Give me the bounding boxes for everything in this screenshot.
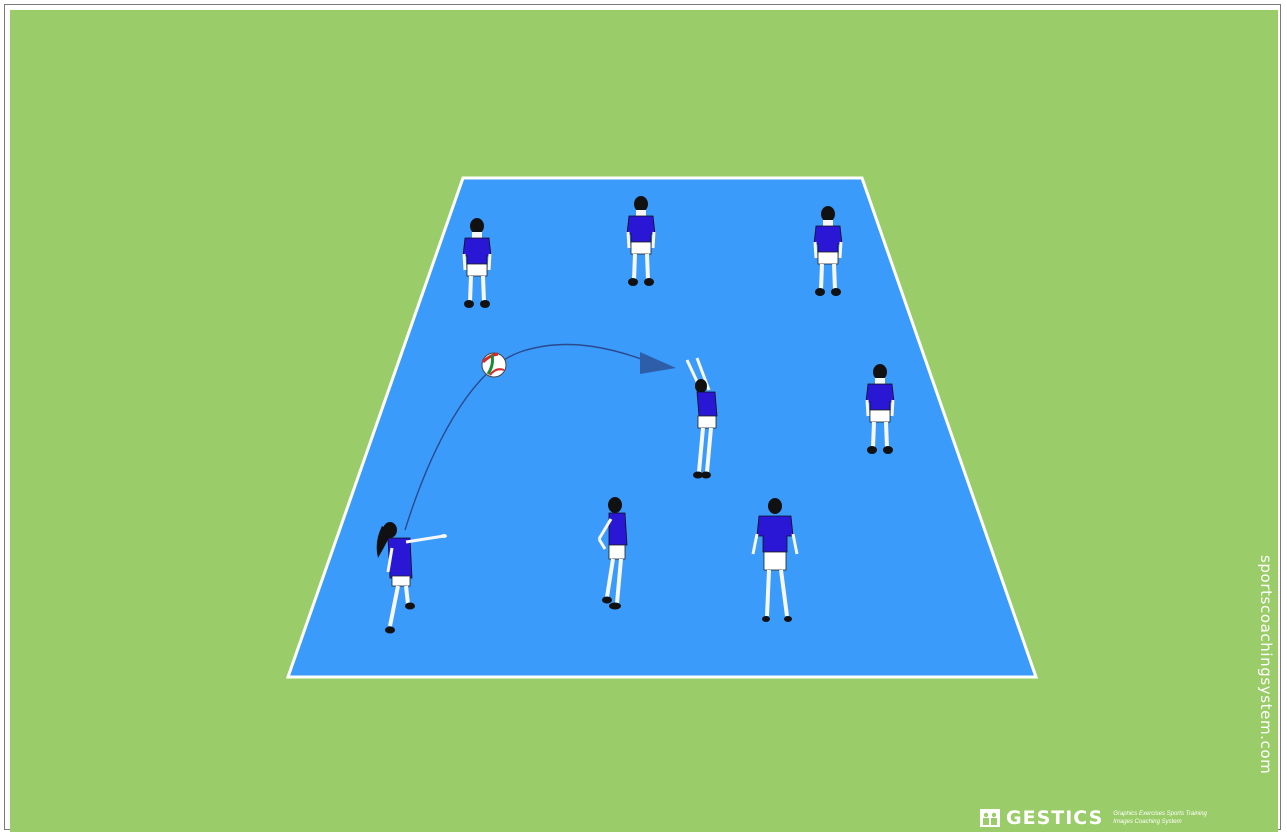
- brand-tagline-2: Images Coaching System: [1113, 818, 1207, 826]
- brand-name: GESTICS: [1006, 807, 1103, 829]
- brand-tagline-1: Graphics Exercises Sports Training: [1113, 810, 1207, 818]
- court-surface: [288, 178, 1036, 677]
- brand-watermark: GESTICS Graphics Exercises Sports Traini…: [980, 806, 1207, 830]
- volleyball-icon: [482, 353, 506, 377]
- site-url-text: sportscoachingsystem.com: [1257, 555, 1275, 774]
- brand-tagline: Graphics Exercises Sports Training Image…: [1113, 810, 1207, 826]
- site-watermark: sportscoachingsystem.com: [1257, 555, 1281, 800]
- gestics-logo-icon: [980, 809, 1000, 827]
